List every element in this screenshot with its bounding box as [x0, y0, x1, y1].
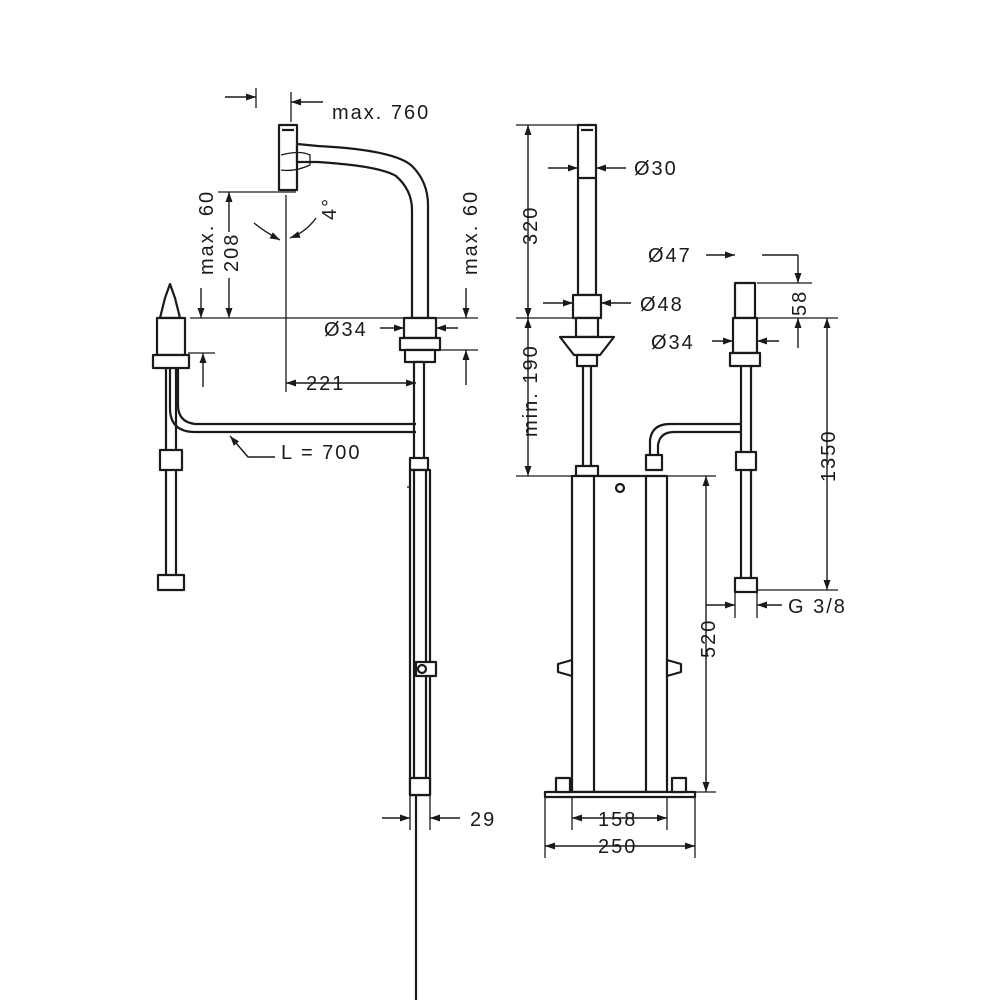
side-view: max. 760 max. 60 208 4° max. 60 Ø34 221 … [151, 88, 496, 1000]
label-max-60-right: max. 60 [460, 190, 482, 275]
label-dia-47: Ø47 [648, 245, 692, 267]
counterweight-front [543, 474, 697, 799]
label-dia-34-left: Ø34 [324, 319, 368, 341]
label-58: 58 [789, 290, 811, 316]
label-250: 250 [598, 836, 637, 858]
label-29: 29 [470, 809, 496, 831]
dimension-lines-side [197, 93, 470, 822]
dimension-lines-front [524, 125, 831, 850]
label-1350: 1350 [818, 430, 840, 483]
label-min-190: min. 190 [520, 344, 542, 437]
counterweight [407, 468, 438, 797]
label-320: 320 [520, 206, 542, 245]
dimension-labels-side: max. 760 max. 60 208 4° max. 60 Ø34 221 … [196, 102, 496, 831]
label-angle-4: 4° [319, 197, 341, 220]
label-dia-48: Ø48 [640, 294, 684, 316]
label-520: 520 [698, 619, 720, 658]
label-dia-30: Ø30 [634, 158, 678, 180]
label-158: 158 [598, 809, 637, 831]
side-pillar [151, 282, 191, 592]
spout-front [558, 123, 616, 478]
label-l-700: L = 700 [281, 442, 362, 464]
side-pillar-front [728, 281, 762, 594]
spout [277, 123, 430, 320]
label-208: 208 [221, 233, 243, 272]
reference-lines [188, 88, 478, 830]
dimension-labels-front: 320 Ø30 Ø47 58 Ø48 Ø34 min. 190 1350 G 3… [520, 158, 847, 858]
hose [168, 368, 416, 434]
label-g-3-8: G 3/8 [788, 596, 847, 618]
reference-lines-front [516, 124, 838, 858]
label-dia-34-right: Ø34 [651, 332, 695, 354]
label-221: 221 [306, 373, 345, 395]
label-max-60-left: max. 60 [196, 190, 218, 275]
hose-front [644, 422, 741, 472]
front-view: 320 Ø30 Ø47 58 Ø48 Ø34 min. 190 1350 G 3… [516, 123, 847, 858]
label-max-760: max. 760 [332, 102, 430, 124]
